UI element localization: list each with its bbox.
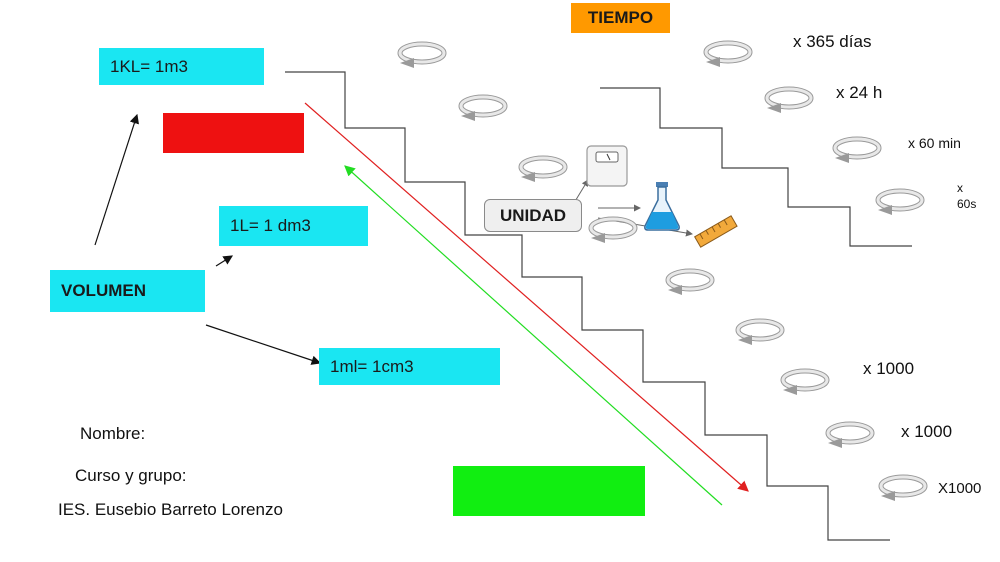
up-green-arrow [344,165,723,506]
curved-arrow-icon [706,43,750,67]
curso-label: Curso y grupo: [75,466,187,485]
factor-1000-b: x 1000 [901,422,953,441]
school-label: IES. Eusebio Barreto Lorenzo [58,500,283,519]
curved-arrow-icon [835,139,879,163]
ruler-icon [693,215,738,248]
factor-60s: 60s [957,197,977,211]
ml-box-text: 1ml= 1cm3 [330,356,414,376]
arrow-to-ml [205,324,322,365]
down-red-arrow [304,102,749,492]
curved-arrow-icon [521,158,565,182]
arrow-to-kl [94,113,139,246]
curved-arrow-icon [461,97,505,121]
factor-365-days: x 365 días [793,32,872,51]
scale-icon [586,145,628,187]
kl-box: 1KL= 1m3 [99,48,264,85]
curved-arrow-icon [738,321,782,345]
factor-1000-a: x 1000 [863,359,915,378]
curved-arrow-icon [767,89,811,113]
time-staircase [600,87,912,247]
curved-arrow-icon [668,271,712,295]
l-box: 1L= 1 dm3 [219,206,368,246]
curved-arrow-icon [783,371,827,395]
flask-icon [644,182,680,231]
volumen-title-text: VOLUMEN [61,281,146,300]
unidad-box: UNIDAD [484,199,582,232]
factor-60s-x: x [957,181,963,195]
curved-arrow-icon [828,424,872,448]
factor-60-min: x 60 min [908,135,961,151]
arrow-to-l [215,255,234,267]
l-box-text: 1L= 1 dm3 [230,216,311,235]
factor-24-hours: x 24 h [836,83,883,102]
green-answer-box[interactable] [453,466,645,516]
curved-arrow-icon [878,191,922,215]
tiempo-title: TIEMPO [571,3,670,33]
tiempo-title-text: TIEMPO [587,8,654,27]
unidad-box-text: UNIDAD [499,205,567,225]
curved-arrow-icon [591,219,635,243]
ml-box: 1ml= 1cm3 [319,348,500,385]
volumen-title: VOLUMEN [50,270,205,312]
curved-arrow-icon [881,477,925,501]
nombre-label: Nombre: [80,424,146,443]
curved-arrow-icon [400,44,444,68]
factor-1000-c: X1000 [938,480,982,497]
red-answer-box[interactable] [163,113,304,153]
kl-box-text: 1KL= 1m3 [110,56,188,76]
volume-staircase [285,71,890,541]
